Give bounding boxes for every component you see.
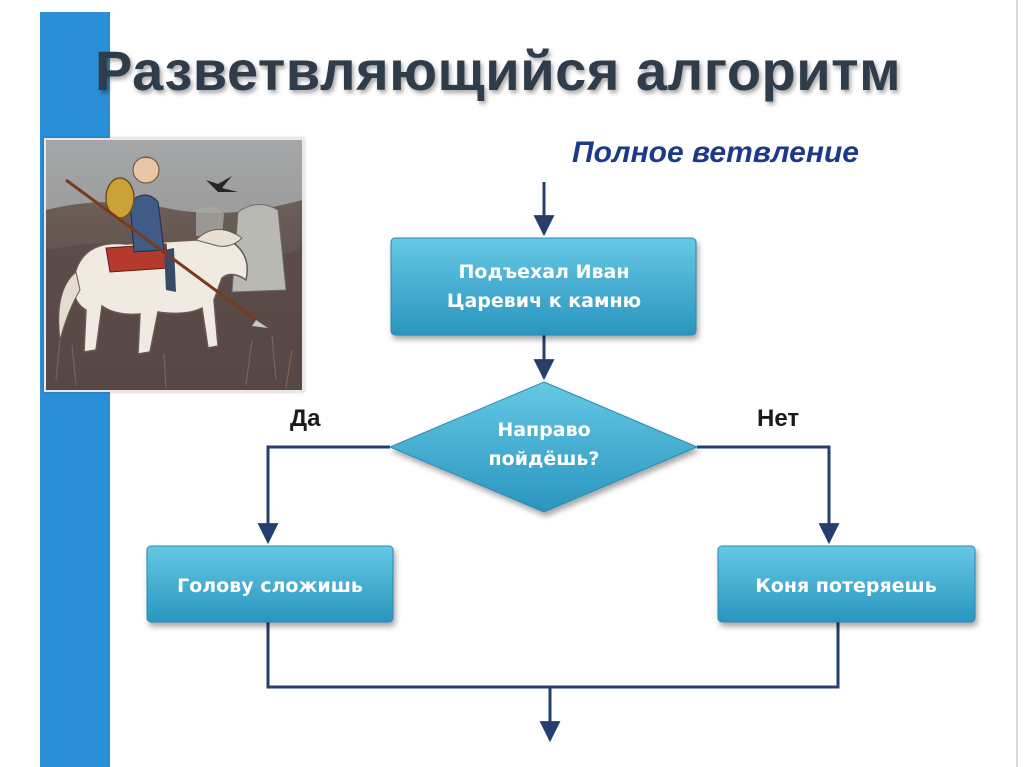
decision-diamond: Направо пойдёшь? [388,381,699,513]
yes-label: Да [290,405,321,432]
yes-branch-arrow [257,445,390,545]
connectors [257,182,840,743]
no-branch-arrow [697,445,840,545]
decision-line1: Направо [497,419,590,441]
start-box-line1: Подъехал Иван [459,261,630,283]
process-box-yes: Голову сложишь [146,545,394,623]
start-box-line2: Царевич к камню [447,290,641,312]
process-box-start: Подъехал Иван Царевич к камню [390,237,697,336]
no-label: Нет [757,405,799,432]
yes-box-text: Голову сложишь [177,575,363,597]
knight-illustration [44,138,304,392]
no-box-text: Коня потеряешь [755,575,936,597]
process-box-no: Коня потеряешь [717,545,976,623]
slide-subtitle: Полное ветвление [572,136,859,169]
merge-line [266,622,840,689]
decision-line2: пойдёшь? [489,448,600,470]
knight-on-horse-icon [46,140,302,390]
slide-title: Разветвляющийся алгоритм [95,39,902,102]
